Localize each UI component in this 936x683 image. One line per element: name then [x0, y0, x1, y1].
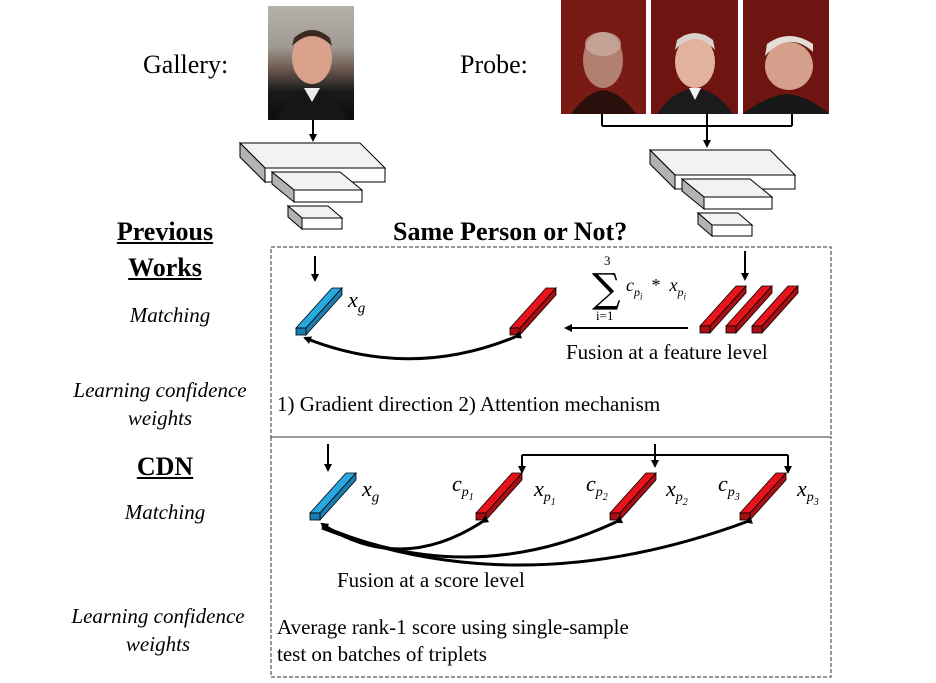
gallery-label: Gallery:	[143, 50, 229, 79]
question-title: Same Person or Not?	[393, 217, 628, 246]
cdn-c-p3-label: cp3	[718, 471, 740, 504]
prev-probe-feature-bar-2	[725, 284, 773, 335]
previous-matching-label: Matching	[129, 303, 211, 327]
prev-gallery-feature-bar	[295, 286, 343, 337]
prev-probe-feature-bar-1	[699, 284, 747, 335]
cdn-matching-label: Matching	[124, 500, 206, 524]
probe-network-icon	[648, 148, 797, 238]
gallery-face-photo	[268, 6, 354, 120]
previous-works-heading-line1: Previous	[116, 217, 214, 246]
probe-face-photo-3	[743, 0, 829, 114]
cdn-probe-distribution	[518, 444, 792, 474]
previous-confidence-label-line2: weights	[127, 406, 193, 430]
sum-upper-limit: 3	[604, 253, 611, 268]
prev-methods-text: 1) Gradient direction 2) Attention mecha…	[277, 392, 661, 416]
cdn-method-line2: test on batches of triplets	[277, 642, 487, 666]
cdn-method-line1: Average rank-1 score using single-sample	[277, 615, 629, 639]
cdn-confidence-label-line1: Learning confidence	[71, 604, 245, 628]
cdn-fusion-text: Fusion at a score level	[337, 568, 525, 592]
cdn-probe-feature-bar-1	[475, 471, 523, 522]
previous-confidence-label-line1: Learning confidence	[73, 378, 247, 402]
probe-face-photo-1	[561, 0, 646, 114]
probe-bracket	[601, 114, 793, 127]
sum-lower-limit: i=1	[596, 308, 614, 323]
cdn-c-p2-label: cp2	[586, 471, 608, 504]
cdn-probe-feature-bar-2	[609, 471, 657, 522]
previous-works-heading-line2: Works	[128, 253, 202, 282]
sum-sign: ∑	[592, 266, 621, 312]
cdn-x-p1-label: xp1	[534, 476, 556, 509]
prev-matching-curve	[303, 331, 523, 361]
cdn-confidence-label-line2: weights	[125, 632, 191, 656]
cdn-gallery-feature-bar	[309, 471, 357, 522]
sum-formula-terms: cpi * xpi	[626, 275, 687, 301]
cdn-heading: CDN	[136, 452, 194, 481]
prev-fusion-text: Fusion at a feature level	[566, 340, 768, 364]
cdn-box	[270, 436, 832, 678]
prev-probe-feature-bar-3	[751, 284, 799, 335]
cdn-c-p1-label: cp1	[452, 471, 474, 504]
gallery-network-icon	[238, 141, 387, 231]
prev-fused-feature-bar	[509, 286, 557, 337]
cdn-x-p2-label: xp2	[666, 476, 688, 509]
cdn-matching-curves	[320, 515, 754, 567]
cdn-xg-label: xg	[362, 476, 380, 506]
probe-label: Probe:	[460, 50, 528, 79]
prev-xg-label: xg	[348, 287, 366, 317]
cdn-x-p3-label: xp3	[797, 476, 819, 509]
cdn-probe-feature-bar-3	[739, 471, 787, 522]
probe-face-photo-2	[651, 0, 738, 114]
